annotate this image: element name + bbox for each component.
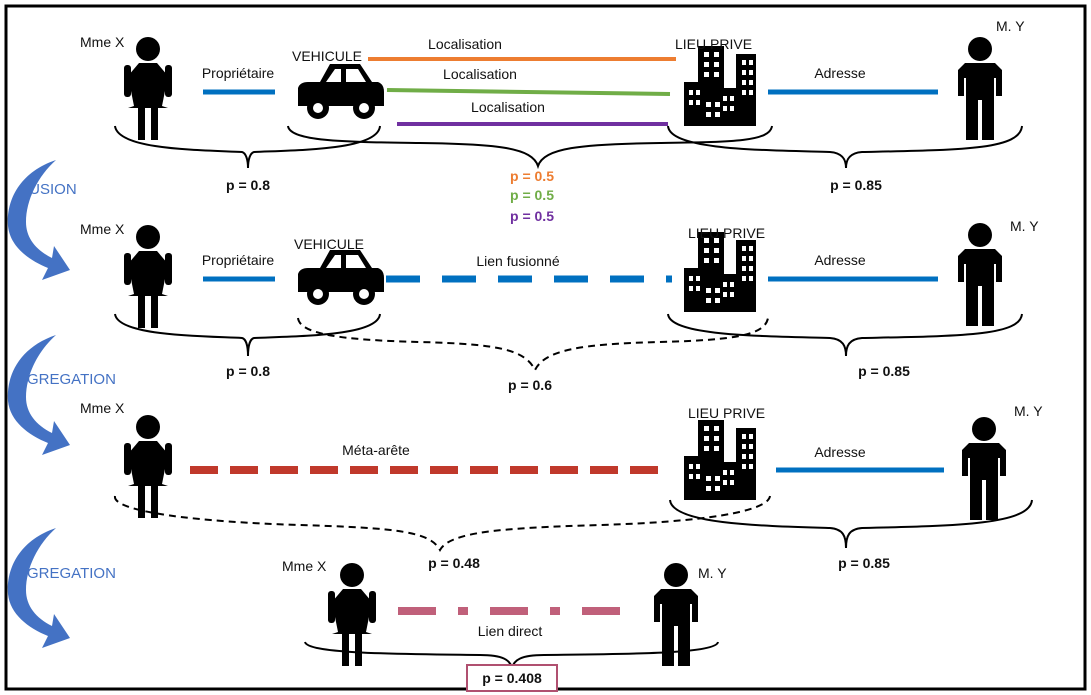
stage-3-meta-edge: Mme X LIEU PRIVE M. Y Méta-arête Adresse… [80,400,1043,571]
location-edge-green [386,88,671,96]
p-final: p = 0.408 [482,670,542,686]
person-a-label: Mme X [80,221,125,237]
p-location-1: p = 0.5 [510,168,554,184]
p-left: p = 0.8 [226,177,270,193]
stage-4-direct-link: Mme X M. Y Lien direct p = 0.408 [282,558,727,692]
p-middle: p = 0.48 [428,555,480,571]
vehicle-label: VEHICULE [294,236,364,252]
buildings-icon [684,46,756,126]
owner-edge-label: Propriétaire [202,65,275,81]
brace-right [667,125,1023,169]
brace-right [667,313,1023,357]
person-a-label: Mme X [80,400,125,416]
brace-middle-dashed [297,317,769,373]
stage-1-initial-graph: Mme X VEHICULE LIEU PRIVE M. Y Propriéta… [80,18,1025,224]
diagram-border [4,4,1087,691]
woman-icon [124,225,172,328]
location-edge-label-3: Localisation [471,99,545,115]
fused-edge-label: Lien fusionné [476,253,560,269]
p-right: p = 0.85 [858,363,910,379]
address-edge-label: Adresse [814,444,866,460]
man-icon [958,37,1002,140]
person-b-label: M. Y [996,18,1025,34]
location-edge-label-2: Localisation [443,66,517,82]
p-middle: p = 0.6 [508,377,552,393]
curved-arrow-icon [7,160,70,280]
direct-edge-label: Lien direct [478,623,543,639]
p-left: p = 0.8 [226,363,270,379]
step-agregation-2: AGREGATION [17,565,116,582]
p-right: p = 0.85 [838,555,890,571]
place-label: LIEU PRIVE [675,36,752,52]
person-a-label: Mme X [80,34,125,50]
person-b-label: M. Y [1014,403,1043,419]
brace-right [669,499,1033,549]
man-icon [958,223,1002,326]
p-location-3: p = 0.5 [510,208,554,224]
woman-icon [124,415,172,518]
woman-icon [124,37,172,140]
meta-edge-label: Méta-arête [342,442,410,458]
p-right: p = 0.85 [830,177,882,193]
person-b-label: M. Y [1010,218,1039,234]
final-probability-box [466,664,558,692]
stage-2-fused-graph: Mme X VEHICULE LIEU PRIVE M. Y Propriéta… [80,218,1039,393]
address-edge-label: Adresse [814,65,866,81]
car-icon [298,64,384,119]
curved-arrow-icon [7,335,70,455]
car-icon [298,250,384,305]
place-label: LIEU PRIVE [688,225,765,241]
location-edge-label-1: Localisation [428,36,502,52]
person-a-label: Mme X [282,558,327,574]
brace-middle [287,125,773,170]
address-edge-label: Adresse [814,252,866,268]
p-location-2: p = 0.5 [510,187,554,203]
brace-left [114,125,381,169]
buildings-icon [684,420,756,500]
vehicle-label: VEHICULE [292,48,362,64]
step-agregation-1: AGREGATION [17,371,116,388]
step-fusion: FUSION [20,181,77,198]
man-icon [962,417,1006,520]
curved-arrow-icon [7,528,70,648]
brace-left [114,313,381,357]
person-b-label: M. Y [698,565,727,581]
owner-edge-label: Propriétaire [202,252,275,268]
buildings-icon [684,232,756,312]
brace-left-dashed [114,495,771,553]
place-label: LIEU PRIVE [688,405,765,421]
